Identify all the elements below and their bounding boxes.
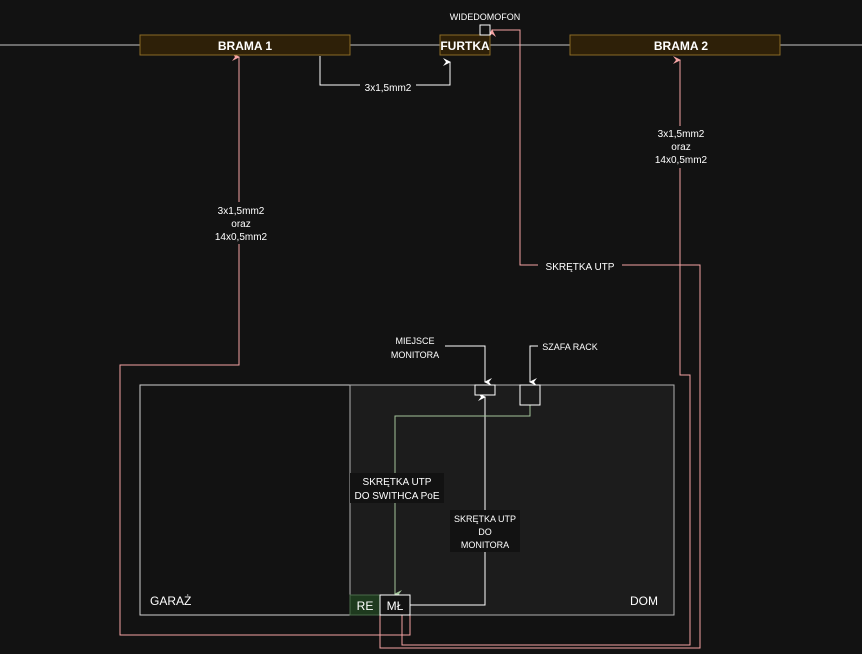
edge-utp-widedomofon [379, 29, 701, 649]
edge-label-brama1-cable-3: 14x0,5mm2 [215, 232, 268, 243]
edge-utp-monitor [410, 393, 486, 606]
gate-furtka-label: FURTKA [440, 39, 490, 53]
edge-label-utp-monitor-1: SKRĘTKA UTP [454, 514, 516, 524]
garage-label: GARAŻ [150, 594, 191, 608]
edge-label-utp-switch-1: SKRĘTKA UTP [363, 477, 432, 488]
edge-label-utp-switch-2: DO SWITHCA PoE [354, 491, 439, 502]
widedomofon-label: WIDEDOMOFON [450, 12, 521, 22]
garage-room [139, 384, 351, 616]
szafa-rack-label: SZAFA RACK [542, 342, 598, 352]
miejsce-monitora-label-1: MIEJSCE [395, 336, 434, 346]
gate-furtka [439, 34, 491, 56]
gate-brama1 [139, 34, 351, 56]
monitor-box [474, 384, 496, 396]
pointer-szafa-rack [529, 345, 538, 386]
house-label: DOM [630, 594, 658, 608]
edge-label-brama1-cable-2: oraz [231, 219, 250, 230]
gate-brama2 [569, 34, 781, 56]
edge-label-brama1-cable-1: 3x1,5mm2 [218, 206, 265, 217]
gate-brama1-label: BRAMA 1 [218, 39, 273, 53]
ml-label: MŁ [387, 599, 404, 613]
edge-label-brama2-cable-2: oraz [671, 142, 690, 153]
edge-label-brama2-cable-3: 14x0,5mm2 [655, 155, 708, 166]
rack-box [519, 384, 541, 406]
pointer-miejsce-monitora [445, 345, 492, 386]
edge-utp-switch [394, 405, 531, 598]
edge-label-utp-monitor-2: DO [478, 527, 492, 537]
ml-box [379, 594, 411, 616]
re-label: RE [357, 599, 374, 613]
miejsce-monitora-label-2: MONITORA [391, 350, 439, 360]
edge-label-utp-widedomofon: SKRĘTKA UTP [546, 262, 615, 273]
edge-label-utp-monitor-3: MONITORA [461, 540, 509, 550]
edge-brama1-cable [119, 53, 411, 636]
gate-brama2-label: BRAMA 2 [654, 39, 709, 53]
edge-label-brama2-cable-1: 3x1,5mm2 [658, 129, 705, 140]
edge-label-brama1-furtka: 3x1,5mm2 [365, 83, 412, 94]
widedomofon-box [479, 24, 491, 36]
